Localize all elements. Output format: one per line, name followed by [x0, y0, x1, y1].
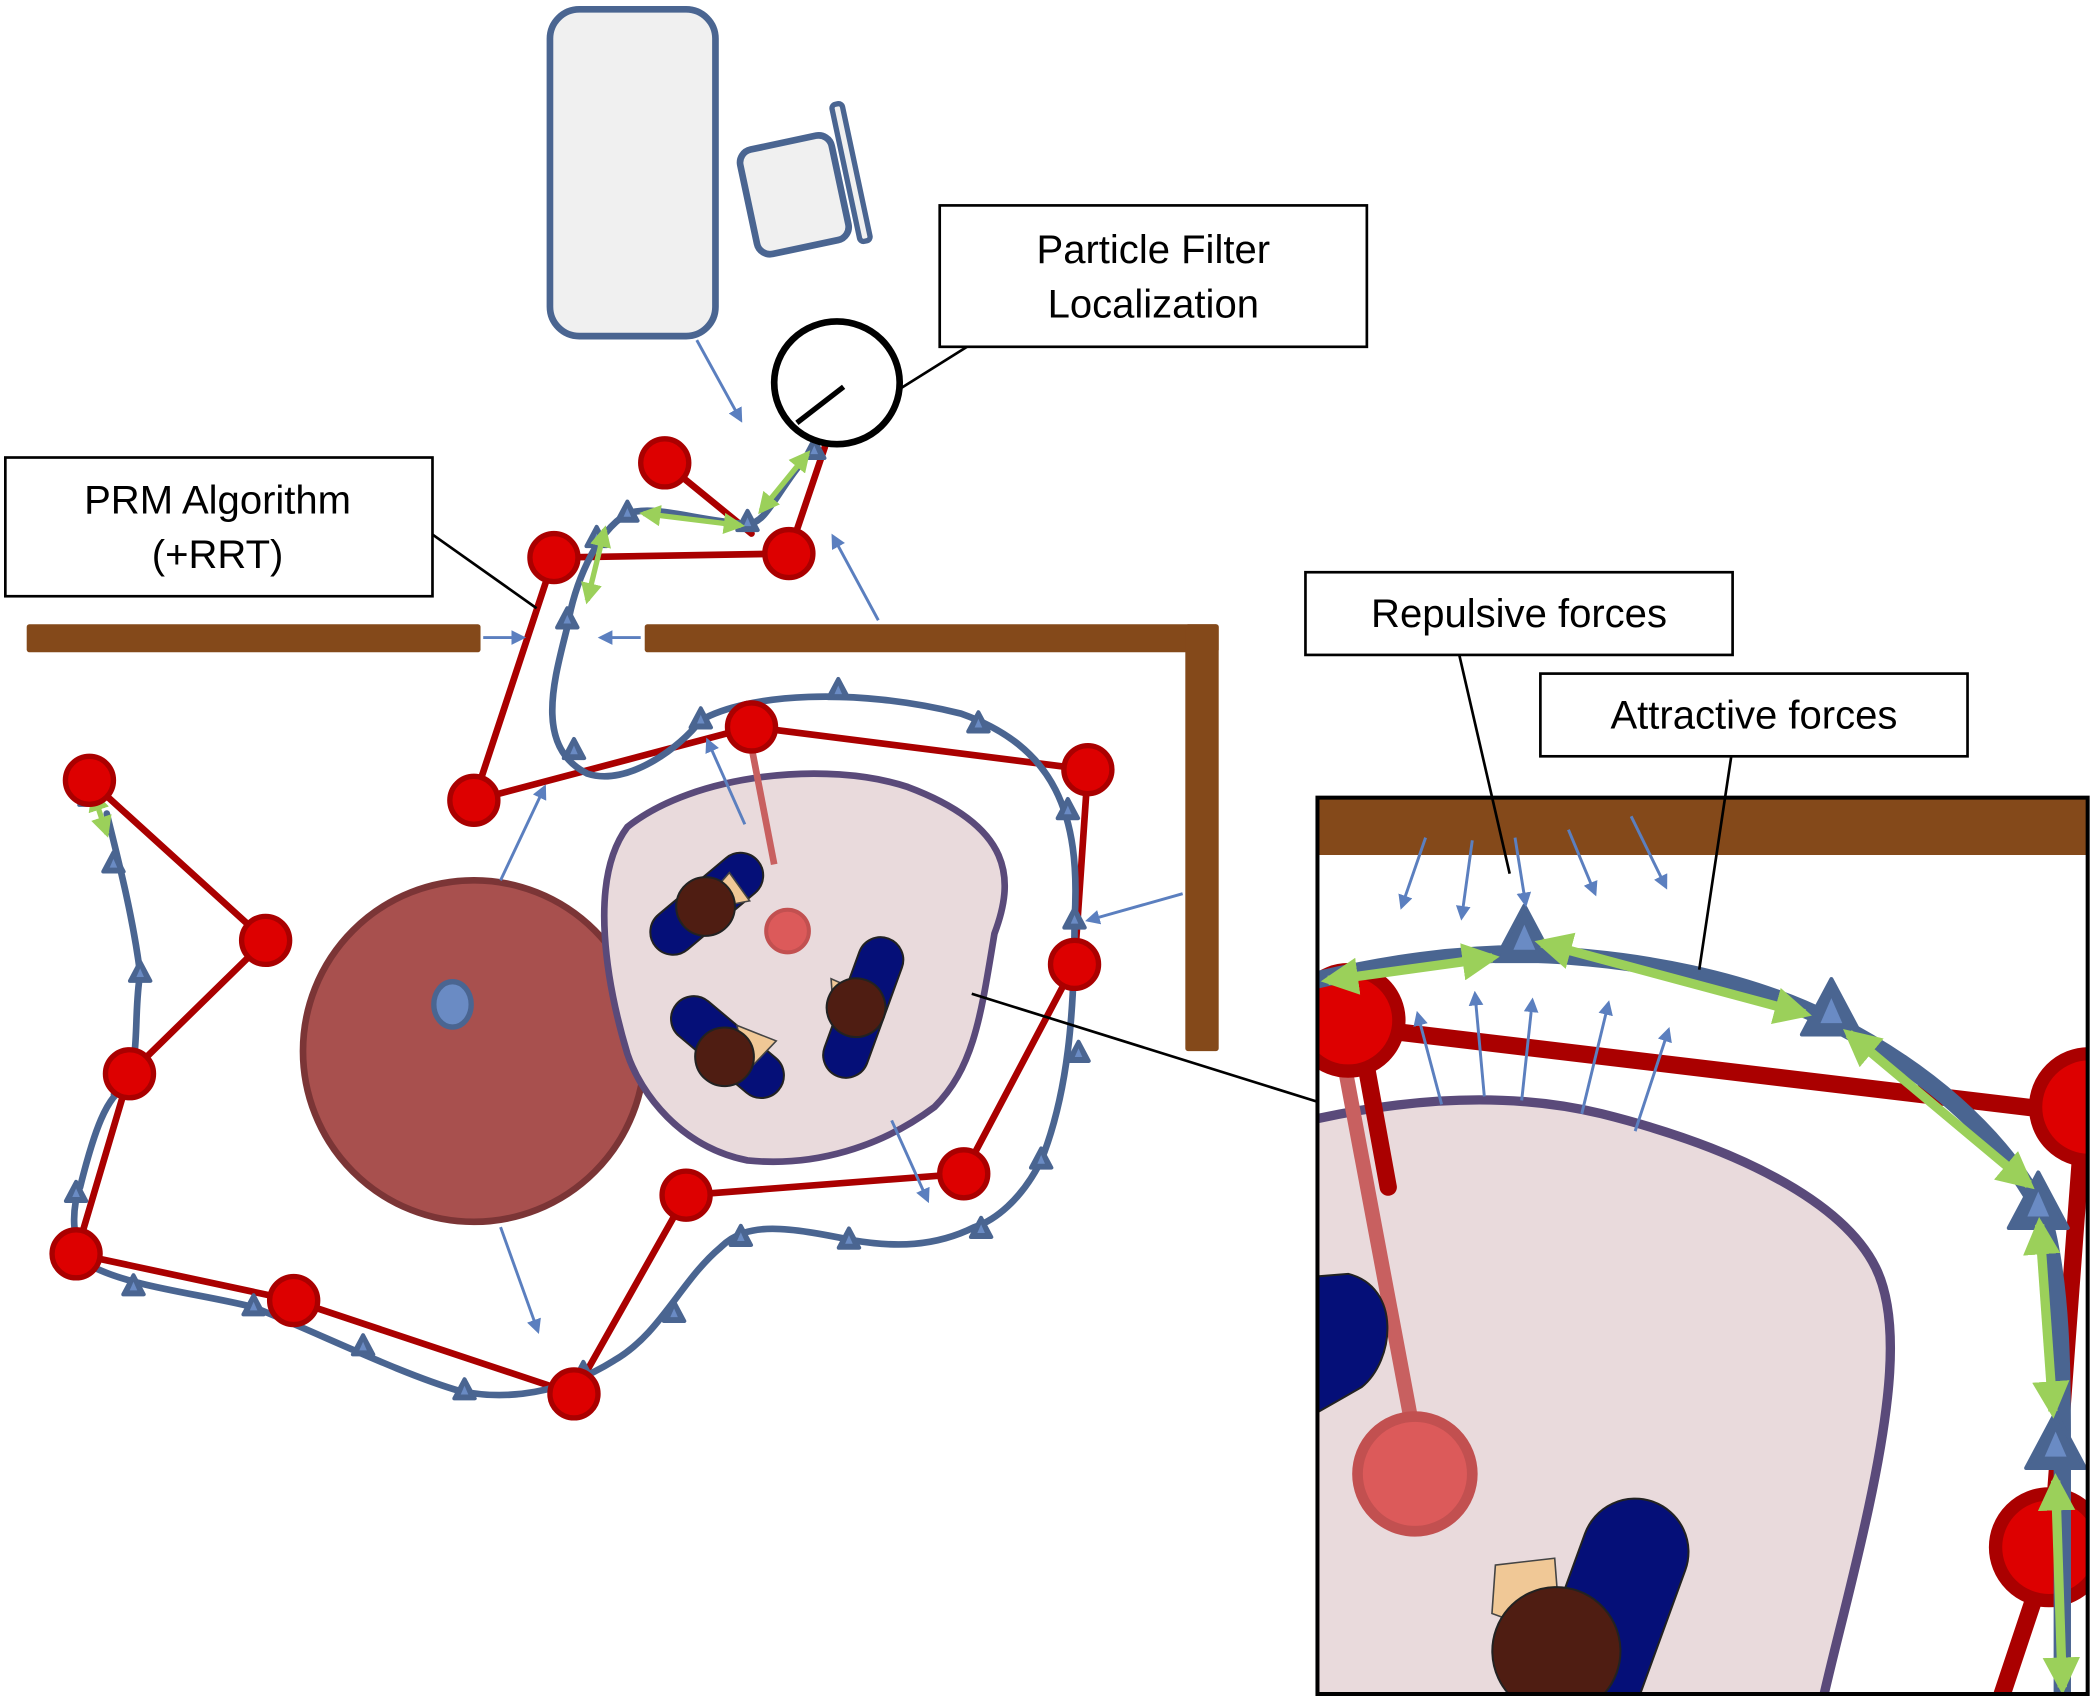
- waypoint-triangle: [63, 1179, 89, 1204]
- repulsive-force-arrow: [1580, 1000, 1613, 1115]
- seated-person: [1317, 1272, 1389, 1414]
- prm-node: [762, 526, 816, 581]
- repulsive-force-arrow: [705, 737, 747, 825]
- prm-node: [447, 773, 501, 827]
- waypoint-triangle: [555, 606, 580, 630]
- callout-prm-line2: (+RRT): [152, 533, 284, 577]
- attractive-force-arrow: [1320, 943, 1500, 995]
- waypoint-triangle: [1055, 796, 1081, 821]
- repulsive-force-arrow: [1085, 892, 1184, 925]
- robot-icon: [770, 318, 904, 448]
- repulsive-force-arrow: [890, 1119, 930, 1204]
- attractive-force-arrow: [1534, 932, 1812, 1025]
- table-center-marker: [431, 979, 474, 1030]
- waypoint-triangle: [561, 736, 587, 761]
- callout-prm: PRM Algorithm (+RRT): [4, 456, 538, 610]
- callout-repulsive-text: Repulsive forces: [1371, 592, 1667, 636]
- attractive-force-arrow: [758, 450, 811, 515]
- waypoint-triangle: [452, 1377, 477, 1401]
- waypoint-triangle: [728, 1223, 754, 1248]
- prm-node: [724, 700, 779, 754]
- repulsive-force-arrow: [499, 784, 547, 881]
- wall: [644, 624, 1219, 653]
- inset-leader: [971, 992, 1318, 1104]
- waypoint-triangle: [968, 1215, 994, 1240]
- waypoint-triangle: [127, 959, 153, 983]
- repulsive-force-arrow: [1398, 837, 1427, 910]
- waypoint-triangle: [1028, 1146, 1054, 1170]
- bed: [546, 6, 719, 340]
- repulsive-force-arrow: [1468, 990, 1486, 1097]
- attractive-force-arrow: [1842, 1028, 2035, 1190]
- prm-node: [102, 1047, 157, 1101]
- zoom-inset: [1315, 795, 2090, 1696]
- prm-node: [49, 1227, 103, 1281]
- prm-node: [638, 436, 692, 490]
- waypoint-triangle: [661, 1299, 687, 1324]
- waypoint-triangle: [241, 1293, 266, 1317]
- prm-node: [62, 753, 117, 807]
- prm-node: [937, 1147, 991, 1201]
- waypoint-triangle: [350, 1333, 376, 1357]
- seated-person: [1491, 1497, 1690, 1694]
- waypoint-triangle: [615, 499, 640, 523]
- waypoint-triangle: [826, 676, 851, 701]
- wall: [1185, 624, 1219, 1052]
- repulsive-force-arrow: [1567, 829, 1598, 897]
- prm-node: [238, 913, 293, 968]
- repulsive-force-arrow: [1513, 837, 1532, 908]
- waypoint-triangle: [966, 710, 991, 734]
- callout-attractive-forces: Attractive forces: [1539, 672, 1969, 970]
- attractive-force-arrow: [2023, 1217, 2070, 1419]
- prm-node: [266, 1273, 321, 1328]
- waypoint-triangle: [688, 706, 713, 730]
- callout-prm-line1: PRM Algorithm: [84, 479, 351, 523]
- callout-particle-filter-line2: Localization: [1048, 282, 1259, 326]
- repulsive-force-arrow: [499, 1226, 541, 1334]
- waypoint-triangle: [836, 1226, 862, 1250]
- waypoint-triangle: [2024, 1410, 2088, 1471]
- prm-node: [527, 530, 581, 585]
- repulsive-force-arrow: [831, 533, 880, 621]
- elastic-band-path: [70, 443, 1079, 1399]
- wall: [26, 624, 481, 653]
- prm-node: [659, 1168, 713, 1222]
- round-table: [299, 877, 649, 1226]
- attractive-force-arrow: [581, 525, 611, 605]
- repulsive-force-arrows-main: [483, 339, 1184, 1334]
- waypoint-triangle: [1062, 906, 1087, 930]
- prm-node: [547, 1367, 601, 1421]
- waypoint-triangle: [121, 1273, 146, 1297]
- repulsive-force-arrow: [1520, 997, 1539, 1101]
- seated-person: [649, 851, 765, 956]
- callout-particle-filter-line1: Particle Filter: [1037, 228, 1271, 272]
- prm-node: [1061, 742, 1115, 797]
- repulsive-force-arrows-inset: [1398, 815, 1672, 1132]
- goal-stem: [748, 746, 778, 865]
- callout-attractive-text: Attractive forces: [1610, 693, 1897, 737]
- waypoint-triangle: [101, 850, 126, 874]
- prm-roadmap-nodes: [49, 436, 1115, 1421]
- repulsive-force-arrow: [1413, 1010, 1444, 1105]
- repulsive-force-arrow: [1455, 840, 1474, 921]
- repulsive-force-arrow: [1629, 815, 1668, 890]
- goal-marker: [764, 907, 811, 955]
- callout-repulsive-forces: Repulsive forces: [1304, 570, 1734, 874]
- attractive-force-arrows-inset: [1320, 932, 2081, 1694]
- seated-person: [670, 995, 785, 1100]
- nightstand: [736, 101, 873, 258]
- attractive-force-arrow: [2037, 1473, 2081, 1694]
- seated-person: [822, 936, 905, 1079]
- repulsive-force-arrow: [695, 339, 743, 423]
- waypoint-triangle: [1799, 977, 1863, 1037]
- waypoint-triangle: [1066, 1039, 1091, 1063]
- callout-particle-filter: Particle Filter Localization: [900, 204, 1369, 390]
- repulsive-force-arrow: [1633, 1026, 1672, 1132]
- attractive-force-arrow: [639, 505, 746, 535]
- prm-node: [1047, 937, 1102, 992]
- social-zone: [600, 770, 1008, 1166]
